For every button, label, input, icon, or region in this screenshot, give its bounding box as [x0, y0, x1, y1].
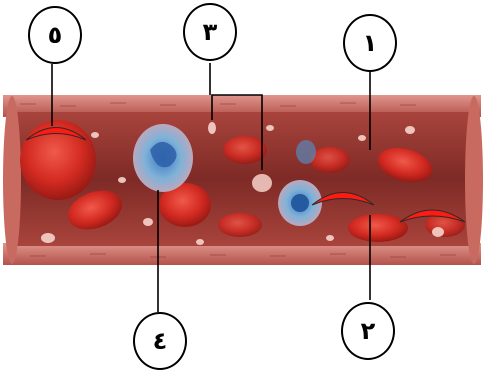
red-blood-cell	[348, 214, 408, 242]
callout-4: ٤	[133, 312, 187, 370]
callout-2: ٢	[341, 302, 395, 360]
red-blood-cell	[223, 136, 267, 164]
callout-1: ١	[343, 14, 397, 72]
vessel-wall-bottom	[3, 243, 481, 265]
red-blood-cell	[218, 213, 262, 237]
vessel-right-end	[465, 96, 483, 264]
callout-5: ٥	[28, 6, 82, 64]
white-blood-cell	[296, 140, 316, 164]
vessel-left-end	[3, 96, 21, 264]
red-blood-cell	[310, 147, 350, 173]
callout-3: ٣	[183, 3, 237, 61]
